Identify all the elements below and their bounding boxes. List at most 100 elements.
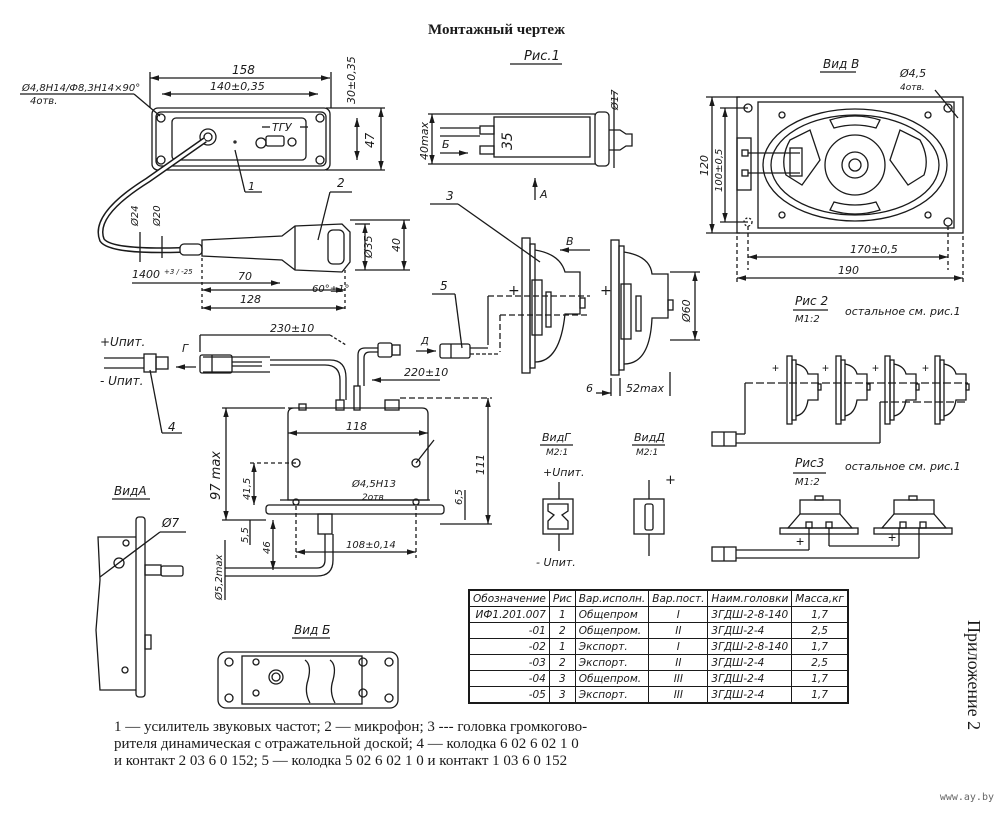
fig3-scale: М1:2 (795, 477, 820, 488)
panel-brand-label: ТГУ (272, 121, 293, 134)
fig3-note: остальное см. рис.1 (845, 460, 961, 473)
view-mark-b: Б (442, 138, 450, 151)
dim-d7: Ø7 (161, 516, 179, 530)
fig2-plus-4: + (922, 361, 929, 375)
view-d-plus: + (665, 473, 676, 488)
fig2-plus-2: + (822, 361, 829, 375)
cell-figure: 1 (548, 606, 576, 623)
cell-head: 3ГДШ-2-4 (707, 654, 793, 671)
fig2-scale: М1:2 (795, 314, 820, 325)
view-g-label: ВидГ (542, 431, 571, 444)
view-v-speaker-front: Вид В Ø4,5 4отв. 120 100±0,5 170±0,5 190 (698, 57, 964, 282)
cell-variant: Общепром. (574, 670, 650, 687)
cell-supply: III (648, 670, 709, 687)
connector-4: +Uпит. - Uпит. 4 (100, 335, 182, 434)
view-d: ВидД М2:1 + (632, 431, 676, 556)
fig1-label: Рис.1 (524, 49, 560, 64)
dim-40: 40 (390, 238, 403, 252)
fig3: Рис3 М1:2 остальное см. рис.1 + + (711, 456, 961, 562)
cell-mass: 1,7 (791, 670, 849, 687)
cell-designation: -05 (468, 686, 550, 704)
dim-230: 230±10 (270, 322, 314, 335)
cell-designation: -02 (468, 638, 550, 655)
dim-140: 140±0,35 (210, 80, 265, 93)
table-row: -01 2 Общепром. II 3ГДШ-2-4 2,5 (468, 622, 849, 639)
dim-220: 220±10 (404, 366, 448, 379)
fig2-plus-3: + (872, 361, 879, 375)
dim-47: 47 (363, 132, 377, 148)
col-figure: Рис (548, 589, 576, 607)
fig3-plus-2: + (888, 529, 896, 545)
dim-128: 128 (240, 293, 261, 306)
dim-d4-5: Ø4,5 (899, 67, 926, 80)
fig2: Рис 2 М1:2 остальное см. рис.1 + + + + (711, 294, 970, 447)
dim-46: 46 (262, 541, 273, 554)
dim-angle: 60°±1° (312, 284, 349, 295)
dim-4-holes: 4отв. (900, 83, 925, 93)
cell-designation: ИФ1.201.007 (468, 606, 550, 623)
dim-118: 118 (346, 420, 367, 433)
cell-figure: 2 (548, 654, 576, 671)
fig2-plus-1: + (772, 361, 779, 375)
callout-4: 4 (168, 420, 176, 434)
fig2-label: Рис 2 (795, 294, 828, 308)
amp-cables: Г 230±10 220±10 (176, 322, 448, 400)
speaker-pair: 3 В + + Ø60 6 52max (430, 189, 700, 396)
drawing-title: Монтажный чертеж (428, 22, 565, 38)
cell-supply: I (648, 606, 709, 623)
dim-158: 158 (232, 63, 255, 77)
cell-variant: Экспорт. (574, 638, 650, 655)
view-a: ВидА Ø7 (95, 484, 186, 698)
view-v-label: Вид В (823, 57, 859, 71)
dim-5-5: 5,5 (240, 527, 251, 543)
cell-head: 3ГДШ-2-4 (707, 670, 793, 687)
callout-3: 3 (446, 189, 454, 203)
power-minus-label: - Uпит. (100, 374, 143, 388)
cell-mass: 2,5 (791, 654, 849, 671)
dim-41-5: 41,5 (242, 478, 253, 500)
panel-hole-count: 4отв. (30, 96, 57, 107)
dim-97max: 97 max (209, 451, 224, 500)
panel-dimensions: 158 140±0,35 47 30±0,35 Ø4,8H14/Ф8,3H14×… (20, 56, 385, 193)
cell-head: 3ГДШ-2-8-140 (707, 638, 793, 655)
control-panel: ТГУ (151, 107, 331, 171)
panel-hole-note: Ø4,8H14/Ф8,3H14×90° (21, 82, 140, 94)
cell-supply: III (648, 686, 709, 704)
amplifier-unit: 118 97 max 41,5 Ø4,5H13 2отв 111 6,5 5,5… (209, 385, 492, 601)
col-variant: Вар.исполн. (574, 589, 650, 607)
spec-table: Обозначение Рис Вар.исполн. Вар.пост. На… (468, 589, 849, 704)
dim-d35: Ø35 (362, 235, 375, 259)
dim-d60: Ø60 (680, 299, 693, 323)
cell-supply: II (648, 654, 709, 671)
view-mark-g: Г (182, 342, 189, 355)
cell-variant: Общепром. (574, 622, 650, 639)
dim-70: 70 (238, 270, 252, 283)
view-mark-a: А (539, 188, 548, 201)
table-row: -02 1 Экспорт. I 3ГДШ-2-8-140 1,7 (468, 638, 849, 655)
cell-figure: 3 (548, 686, 576, 704)
legend-line: 1 — усилитель звуковых частот; 2 — микро… (114, 719, 588, 735)
dim-2-holes: 2отв (362, 493, 384, 503)
cell-supply: II (648, 622, 709, 639)
cell-head: 3ГДШ-2-8-140 (707, 606, 793, 623)
view-b-label: Вид Б (294, 623, 330, 637)
legend-line: и контакт 2 03 6 0 152; 5 — колодка 5 02… (114, 753, 568, 769)
dim-1400: 1400 (132, 268, 160, 281)
spec-table-header: Обозначение Рис Вар.исполн. Вар.пост. На… (468, 589, 849, 607)
cell-mass: 2,5 (791, 622, 849, 639)
callout-2: 2 (337, 176, 345, 190)
fig1-side-view: 35 40max Б А Ø17 (418, 89, 633, 201)
dim-100: 100±0,5 (714, 149, 725, 192)
fig3-label: Рис3 (795, 456, 824, 470)
cell-variant: Общепром (574, 606, 650, 623)
appendix-label: Приложение 2 (964, 620, 984, 731)
view-mark-v: В (566, 235, 574, 248)
dim-170: 170±0,5 (850, 243, 898, 256)
dim-108: 108±0,14 (346, 540, 396, 551)
col-head-name: Наим.головки (707, 589, 793, 607)
cell-variant: Экспорт. (574, 654, 650, 671)
cell-designation: -04 (468, 670, 550, 687)
cell-designation: -03 (468, 654, 550, 671)
view-d-scale: М2:1 (636, 448, 658, 458)
